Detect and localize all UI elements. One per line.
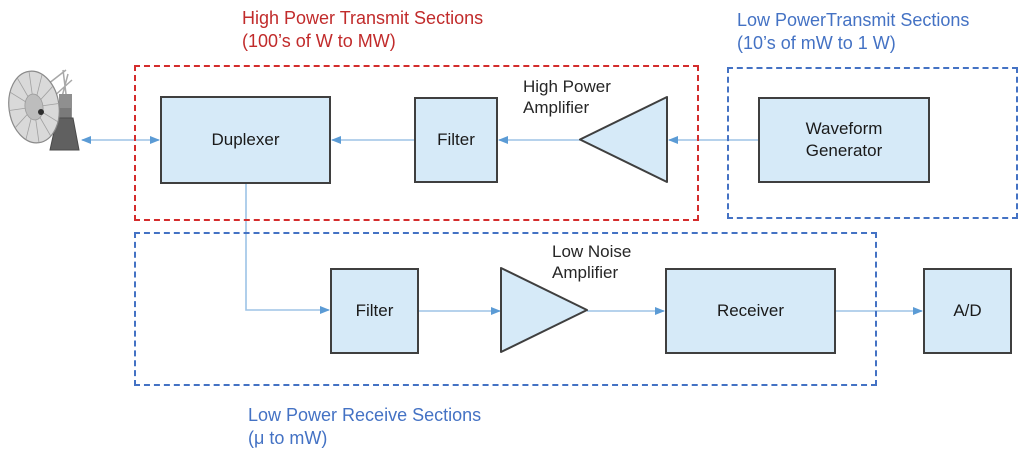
receive-filter-block: Filter (330, 268, 419, 354)
low-power-transmit-title: Low PowerTransmit Sections (10’s of mW t… (737, 9, 969, 55)
waveform-generator-block: Waveform Generator (758, 97, 930, 183)
high-power-transmit-title: High Power Transmit Sections (100’s of W… (242, 7, 483, 53)
transmit-filter-block: Filter (414, 97, 498, 183)
receiver-block: Receiver (665, 268, 836, 354)
block-label: Duplexer (211, 130, 280, 149)
block-label: A/D (953, 301, 982, 320)
block-label: Filter (437, 130, 475, 149)
section-title-line: High Power Transmit Sections (242, 8, 484, 28)
block-label: Filter (355, 301, 394, 320)
antenna-icon (8, 69, 80, 151)
block-label: Waveform Generator (805, 119, 883, 160)
section-subtitle-line: (100’s of W to MW) (242, 31, 396, 51)
high-power-transmit-region (134, 65, 699, 221)
low-noise-amplifier-label: Low Noise Amplifier (552, 241, 631, 283)
low-power-transmit-region (727, 67, 1018, 219)
amp-label-line: High Power (523, 77, 611, 96)
high-power-amplifier-triangle (579, 96, 668, 183)
low-power-receive-region (134, 232, 877, 386)
block-label: Receiver (716, 301, 785, 320)
connector-duplexer-rxfilter (245, 184, 330, 314)
amp-label-line: Amplifier (523, 98, 590, 117)
high-power-amplifier-label: High Power Amplifier (523, 76, 611, 118)
duplexer-block: Duplexer (160, 96, 331, 184)
low-power-receive-title: Low Power Receive Sections (μ to mW) (248, 404, 481, 450)
ad-converter-block: A/D (923, 268, 1012, 354)
low-noise-amplifier-triangle (500, 267, 588, 353)
section-subtitle-line: (μ to mW) (248, 428, 328, 448)
amp-label-line: Amplifier (552, 263, 619, 282)
section-subtitle-line: (10’s of mW to 1 W) (737, 33, 896, 53)
section-title-line: Low Power Receive Sections (248, 405, 482, 425)
amp-label-line: Low Noise (552, 242, 632, 261)
section-title-line: Low PowerTransmit Sections (737, 10, 970, 30)
